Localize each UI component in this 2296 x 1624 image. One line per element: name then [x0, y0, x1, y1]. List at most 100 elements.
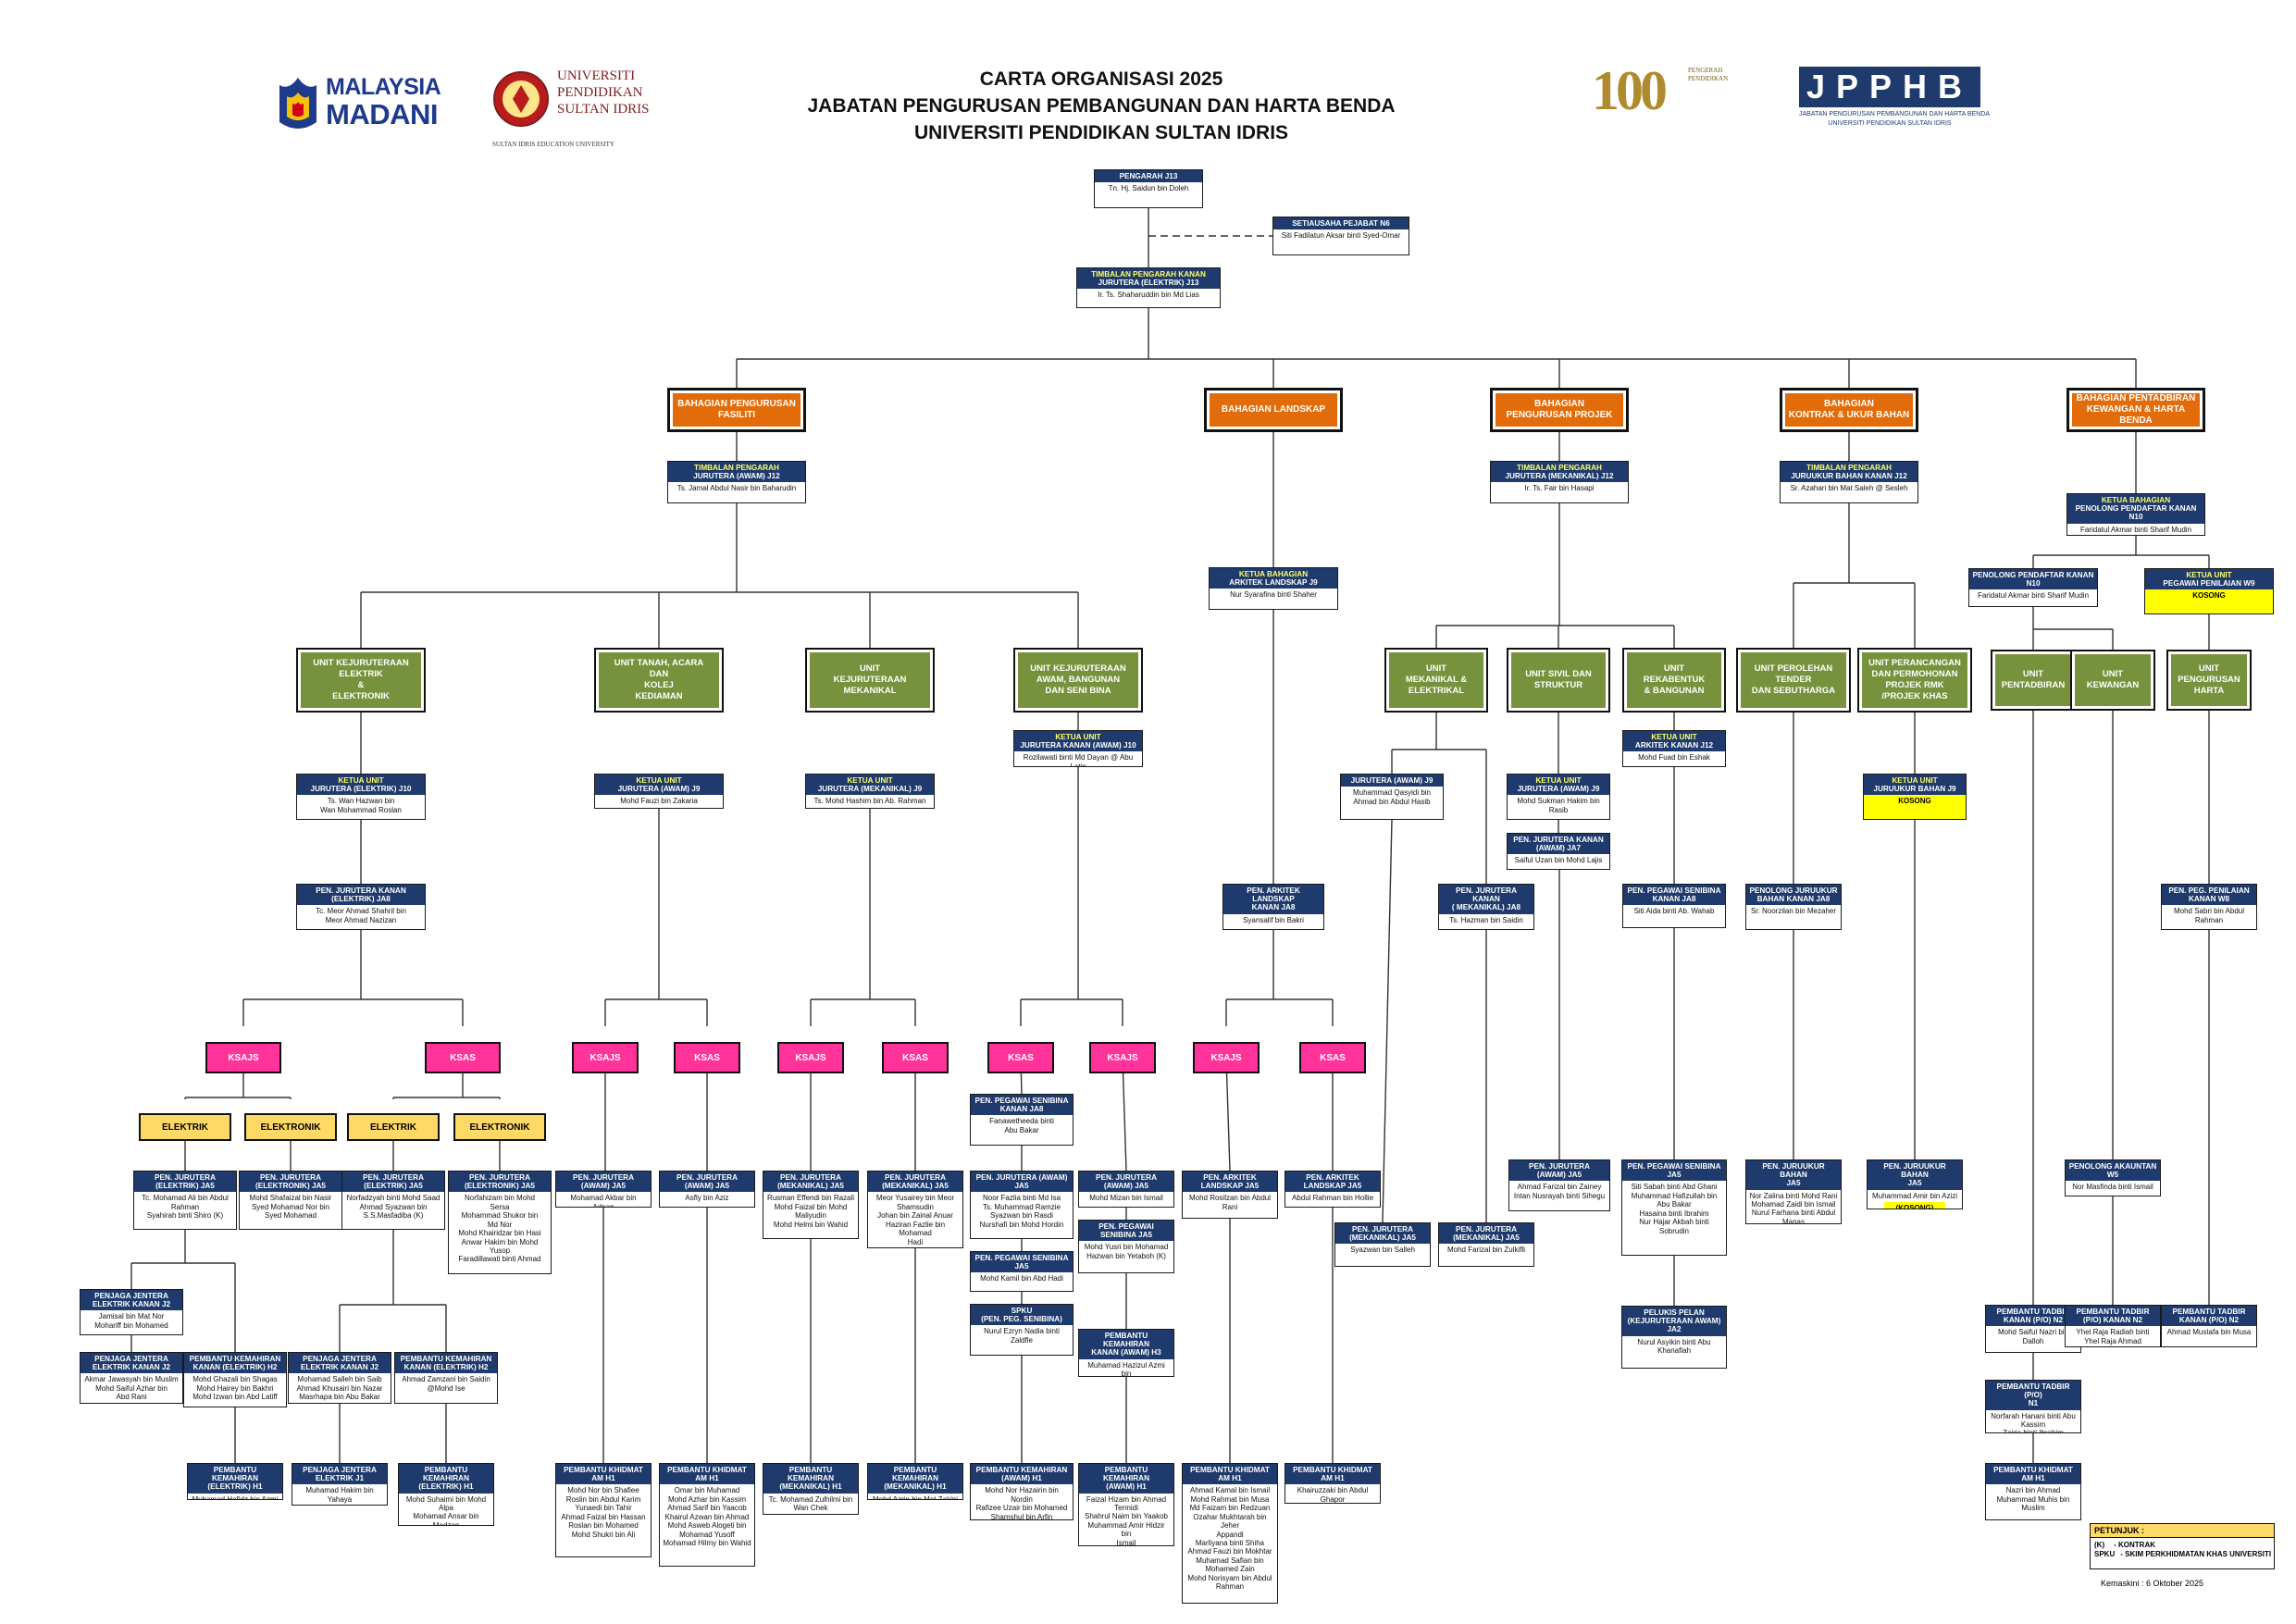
connector-line: [1225, 1057, 1231, 1172]
position-title: PEMBANTU KEMAHIRAN(MEKANIKAL) H1: [763, 1464, 858, 1494]
staff-names: Sr. Azahari bin Mat Saleh @ Sesleh: [1790, 484, 1908, 493]
position-title-line: (MEKANIKAL) H1: [884, 1482, 947, 1492]
position-title-line: KETUA UNIT: [1535, 776, 1582, 785]
staff-names: Akmar Jawasyah bin Muslim Mohd Saiful Az…: [84, 1375, 179, 1402]
position-title-line: JURUUKUR BAHAN J9: [1873, 785, 1956, 794]
staff-names: Nur Syarafina binti Shaher: [1230, 590, 1317, 600]
staff-names: KOSONG: [2145, 589, 2273, 614]
legend-spku-text: - SKIM PERKHIDMATAN KHAS UNIVERSITI: [2120, 1550, 2272, 1558]
staff-names: Ts. Mohd Hashim bin Ab. Rahman: [813, 797, 926, 806]
position-title-line: PEN. PEGAWAI SENIBINA: [974, 1097, 1069, 1105]
position-title-line: KETUA UNIT: [847, 776, 893, 785]
malaysia-madani-logo: MALAYSIA MADANI: [276, 67, 470, 137]
position-title-line: JA2: [1667, 1325, 1682, 1334]
position-title: PEN. JURUTERA KANAN(ELEKTRIK) JA8: [297, 885, 425, 906]
position-title-line: PEN. JURUTERA: [1529, 1162, 1590, 1171]
position-title-line: PEN. JURUTERA KANAN: [1456, 886, 1517, 904]
position-title: PEN. JURUTERA KANAN(AWAM) JA7: [1508, 834, 1609, 855]
staff-names: Abdul Rahman bin Hollie: [1291, 1194, 1374, 1203]
legend-k-text: - KONTRAK: [2114, 1541, 2155, 1549]
position-title-line: PEN. JURUTERA: [885, 1173, 946, 1182]
vacancy-note: (KOSONG): [1884, 1202, 1945, 1209]
staff-names: Faizal Hizam bin Ahmad Termidi Shahrul N…: [1085, 1494, 1168, 1546]
staff-names: Meor Yusairey bin Meor Shamsudin Johan b…: [875, 1194, 955, 1246]
position-title-line: (AWAM) JA5: [684, 1182, 730, 1191]
position-title-line: KANAN (P/O) N2: [2003, 1316, 2064, 1325]
position-title-line: KANAN JA8: [1251, 903, 1296, 912]
staff-names: Nazri bin Ahmad Muhammad Muhis bin Musli…: [1996, 1486, 2070, 1513]
centenary-logo: 100 PENGERAH PENDIDIKAN: [1592, 59, 1740, 135]
legend: PETUNJUK : (K) - KONTRAK SPKU - SKIM PER…: [2090, 1523, 2275, 1569]
position-title-line: PENOLONG JURUUKUR: [1749, 886, 1838, 895]
staff-names: Norfahizam bin Mohd Sersa Mohammad Shuko…: [458, 1194, 541, 1264]
unit-name: UNIT PEROLEHAN TENDER DAN SEBUTHARGA: [1741, 652, 1846, 708]
upsi-logo: UNIVERSITI PENDIDIKAN SULTAN IDRIS SULTA…: [490, 67, 657, 152]
position-title-line: PEMBANTU KEMAHIRAN: [787, 1466, 835, 1483]
staff-names: KOSONG: [1864, 795, 1966, 819]
division-box: BAHAGIAN PENGURUSAN FASILITI: [667, 388, 806, 432]
position-title-line: SETIAUSAHA PEJABAT N6: [1292, 219, 1390, 228]
unit-name: UNIT KEWANGAN: [2075, 654, 2151, 706]
position-title-line: PEN. ARKITEK: [1306, 1173, 1359, 1182]
position-title-line: PEN. JURUTERA: [469, 1173, 530, 1182]
staff-names: Mohd Saiful Nazri bin Dalloh: [1997, 1328, 2069, 1345]
staff-names: Ahmad Zamzani bin Saidin @Mohd Ise: [402, 1375, 490, 1393]
title-line-2: JABATAN PENGURUSAN PEMBANGUNAN DAN HARTA…: [807, 95, 1396, 117]
staff-names: Mohamad Akbar bin Adnan: [570, 1194, 637, 1208]
unit-box: UNIT KEJURUTERAAN MEKANIKAL: [805, 648, 935, 713]
position-title-line: PEMBANTU TADBIR: [2172, 1308, 2246, 1316]
staff-names: Mohd Sukman Hakim bin Rasib: [1517, 797, 1600, 814]
position-title-line: PENJAGA JENTERA: [303, 1466, 377, 1474]
position-title-line: AM H1: [591, 1474, 615, 1483]
position-title-line: JURUTERA (ELEKTRIK) J13: [1098, 279, 1199, 288]
unit-name: UNIT MEKANIKAL & ELEKTRIKAL: [1389, 652, 1483, 708]
unit-name: UNIT KEJURUTERAAN ELEKTRIK & ELEKTRONIK: [301, 652, 421, 708]
position-title-line: PEMBANTU TADBIR (P/O): [1996, 1382, 2070, 1400]
position-title-line: W5: [2106, 1171, 2119, 1180]
section-tag: KSAS: [425, 1042, 501, 1073]
staff-names: Rozilawati binti Md Dayan @ Abu Latip: [1023, 753, 1134, 767]
position-title: PEN. JURUTERA (AWAM)JA5: [971, 1172, 1073, 1193]
position-title-line: (MEKANIKAL) JA5: [1453, 1233, 1520, 1243]
position-title-line: PEN. JURUTERA: [1096, 1173, 1157, 1182]
position-title-line: PEN. PEG. PENILAIAN: [2168, 886, 2250, 895]
position-title-line: (AWAM) JA5: [1103, 1182, 1149, 1191]
staff-names: Ts. Hazman bin Saidin: [1449, 915, 1523, 924]
staff-names: Ahmad Kamal bin Ismail Mohd Rahmat bin M…: [1187, 1486, 1272, 1592]
staff-names: Mohd Ghazali bin Shagas Mohd Hairey bin …: [192, 1375, 278, 1402]
staff-names: Muhammad Qasyidi bin Ahmad bin Abdul Has…: [1352, 788, 1432, 806]
staff-names: Ir. Ts. Fair bin Hasapi: [1524, 484, 1595, 493]
unit-box: UNIT PENTADBIRAN: [1991, 650, 2076, 711]
position-title-line: KANAN JA8: [1652, 895, 1696, 904]
discipline-tag: ELEKTRONIK: [453, 1113, 546, 1141]
position-title-line: (AWAM) JA5: [1536, 1171, 1582, 1180]
legend-spku-key: SPKU: [2094, 1550, 2116, 1558]
position-title-line: JURUTERA (AWAM) J9: [1350, 776, 1433, 785]
staff-names: Ts. Wan Hazwan bin Wan Mohammad Roslan: [320, 797, 402, 814]
position-title-line: ELEKTRIK J1: [315, 1474, 365, 1483]
position-title-line: JURUUKUR BAHAN KANAN J12: [1791, 472, 1907, 481]
staff-names: Mohd Shafaizal bin Nasir Syed Mohamad No…: [249, 1194, 332, 1221]
unit-name: UNIT KEJURUTERAAN MEKANIKAL: [810, 652, 930, 708]
division-name: BAHAGIAN PENGURUSAN FASILITI: [673, 393, 800, 427]
